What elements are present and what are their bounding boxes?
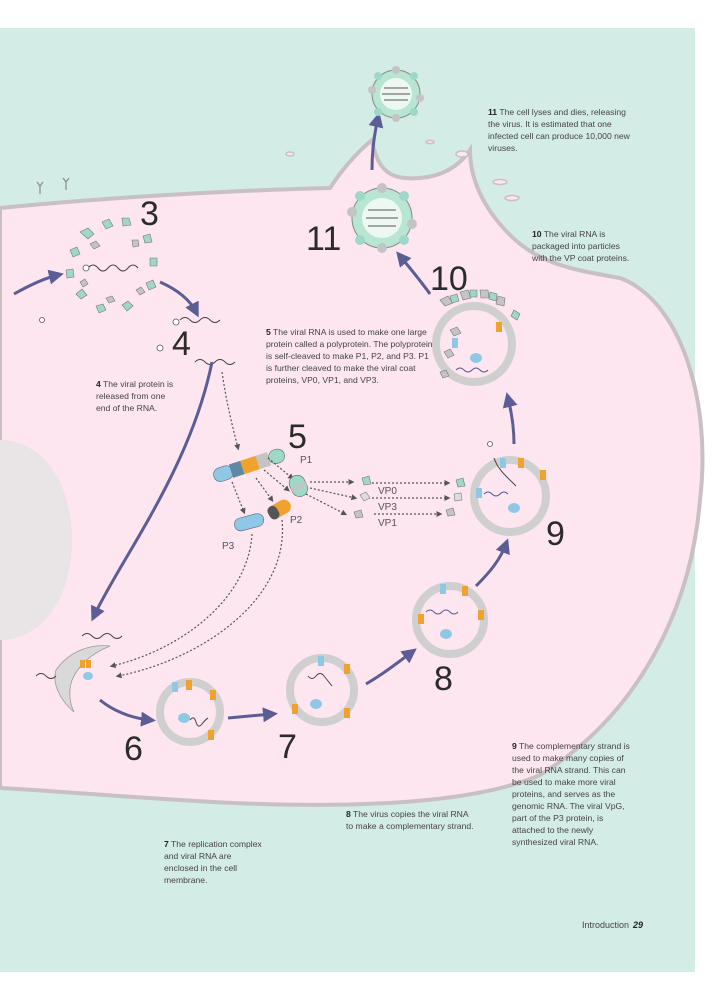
polyprotein (213, 448, 285, 482)
vesicle-step-7 (286, 654, 358, 726)
caption-11: 11 The cell lyses and dies, releasing th… (488, 107, 630, 153)
arrow-11-release (368, 112, 384, 171)
arrow-8-to-9 (474, 538, 510, 588)
p2-p3-to-complex-arrows (109, 519, 284, 679)
vesicle-step-9 (470, 441, 550, 536)
vesicle-step-8 (412, 582, 488, 658)
arrow-9-to-10 (502, 392, 518, 445)
viral-rna-release (39, 317, 236, 365)
arrow-3-to-4 (159, 280, 199, 318)
released-virus (368, 66, 424, 122)
caption-4: 4 The viral protein is released from one… (96, 379, 174, 413)
mature-virus-in-cell (347, 183, 417, 253)
arrow-4-to-6 (90, 361, 214, 622)
packaging-particle (432, 289, 521, 386)
dotted-to-translation (221, 371, 240, 451)
p3-label: P3 (222, 541, 235, 552)
cell-debris (285, 139, 520, 202)
receptor-icons (36, 177, 70, 194)
nucleus (0, 440, 72, 640)
step-4-number: 4 (172, 325, 191, 363)
caption-8: 8 The virus copies the viral RNA to make… (346, 809, 474, 831)
vp-proteins (353, 475, 466, 519)
step-6-number: 6 (124, 730, 143, 768)
vp1-label: VP1 (378, 518, 397, 529)
step-5-number: 5 (288, 418, 307, 456)
vesicle-step-6 (156, 678, 224, 746)
replication-complex (35, 633, 123, 713)
p3-protein (234, 513, 265, 532)
caption-7: 7 The replication complex and viral RNA … (164, 839, 262, 885)
vp-cleavage-arrows (305, 479, 451, 517)
p2-protein (267, 499, 291, 520)
arrow-6-to-7 (227, 707, 278, 723)
caption-5: 5 The viral RNA is used to make one larg… (266, 327, 433, 385)
arrow-to-6 (99, 698, 156, 727)
p1-protein (288, 474, 308, 497)
step-7-number: 7 (278, 728, 297, 766)
host-cell (0, 136, 705, 807)
step-9-number: 9 (546, 515, 565, 553)
arrow-7-to-8 (365, 648, 417, 686)
step-11-number: 11 (306, 220, 341, 258)
footer-page-number: 29 (632, 920, 643, 930)
vp0-label: VP0 (378, 486, 397, 497)
step-3-number: 3 (140, 195, 159, 233)
arrow-10-to-11 (396, 251, 432, 295)
caption-10: 10 The viral RNA is packaged into partic… (532, 229, 630, 263)
cleavage-arrows (231, 457, 294, 515)
step-10-number: 10 (430, 260, 468, 298)
caption-9: 9 The complementary strand is used to ma… (512, 741, 630, 847)
entry-arrow (13, 269, 64, 296)
p1-label: P1 (300, 455, 313, 466)
step-8-number: 8 (434, 660, 453, 698)
footer-section: Introduction (581, 920, 629, 930)
vp3-label: VP3 (378, 502, 397, 513)
p2-label: P2 (290, 515, 303, 526)
uncoating-capsid-fragments (65, 217, 158, 314)
